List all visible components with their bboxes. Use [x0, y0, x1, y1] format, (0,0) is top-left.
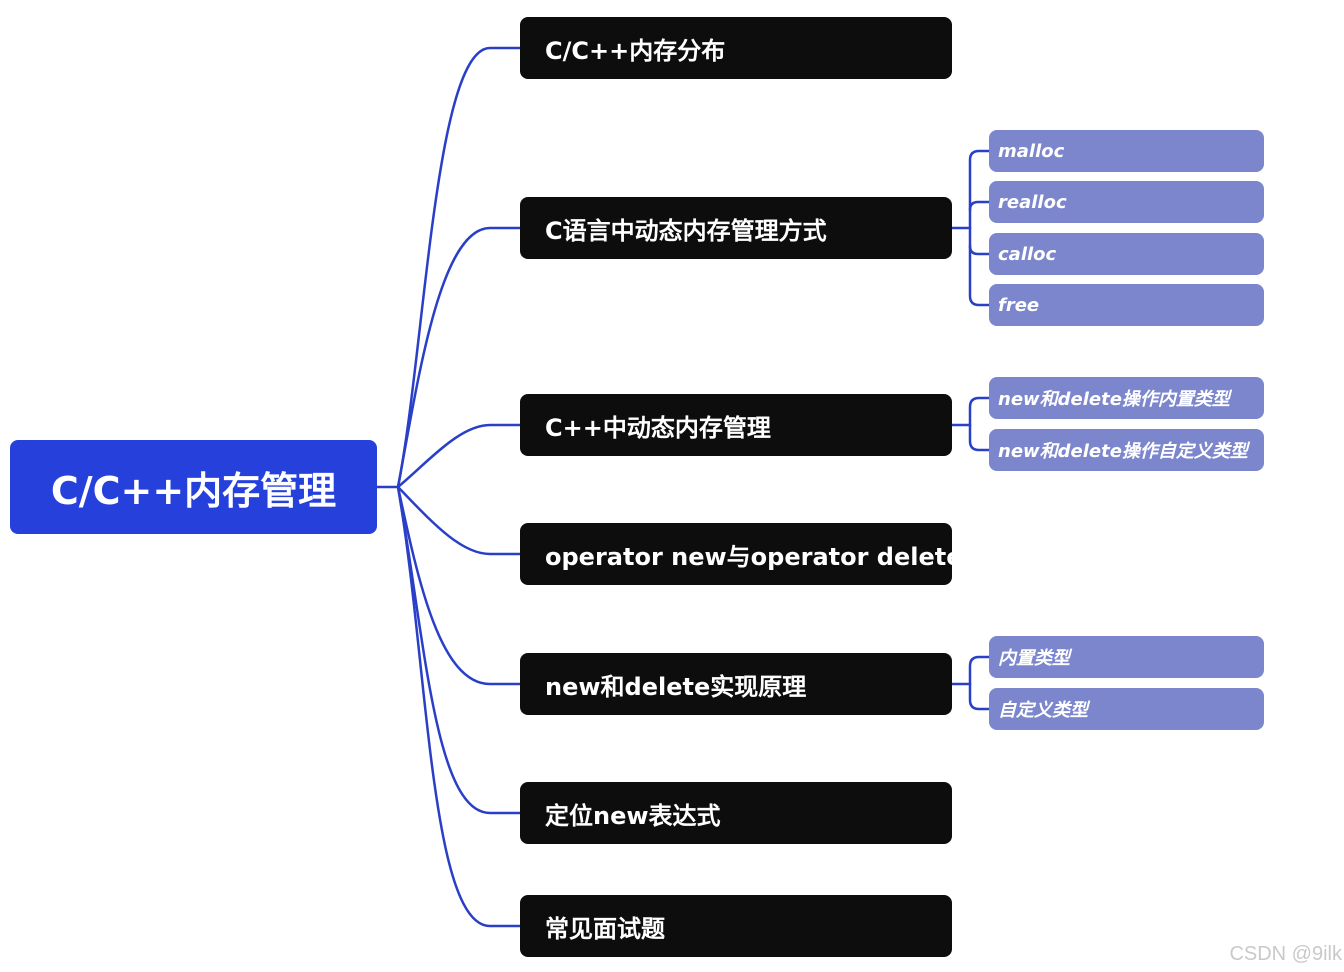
- leaf-builtin-types[interactable]: 内置类型: [989, 636, 1264, 678]
- leaf-label: 自定义类型: [998, 700, 1088, 721]
- branch-label: C语言中动态内存管理方式: [545, 216, 827, 245]
- branch-memory-layout[interactable]: C/C++内存分布: [520, 17, 952, 79]
- branch-label: 常见面试题: [545, 914, 665, 943]
- watermark: CSDN @9ilk: [1229, 943, 1342, 965]
- root-node[interactable]: C/C++内存管理: [10, 440, 377, 534]
- connector-branch-2: [396, 226, 522, 489]
- leaf-label: free: [998, 294, 1040, 316]
- connector-leaf-free: [968, 244, 991, 307]
- leaf-calloc[interactable]: calloc: [989, 233, 1264, 275]
- connector-branch-5: [396, 485, 522, 686]
- leaf-free[interactable]: free: [989, 284, 1264, 326]
- connector-leaf-builtin: [950, 655, 991, 686]
- leaf-label: new和delete操作自定义类型: [998, 441, 1248, 462]
- connector-leaf-new-builtin: [950, 396, 991, 427]
- branch-operator-new-delete[interactable]: operator new与operator delete: [520, 523, 963, 585]
- connector-branch-6: [396, 485, 522, 815]
- connector-branch-3: [396, 423, 522, 489]
- connector-leaf-malloc: [950, 149, 991, 230]
- connector-leaf-calloc: [968, 226, 991, 256]
- connector-branch-4: [396, 485, 522, 556]
- branch-label: 定位new表达式: [545, 801, 721, 830]
- root-label: C/C++内存管理: [50, 468, 337, 513]
- leaf-label: malloc: [998, 140, 1065, 162]
- branch-label: C/C++内存分布: [545, 36, 726, 65]
- connector-branch-7: [396, 485, 522, 928]
- branch-placement-new[interactable]: 定位new表达式: [520, 782, 952, 844]
- connector-leaf-realloc: [968, 200, 991, 212]
- leaf-new-delete-builtin-types[interactable]: new和delete操作内置类型: [989, 377, 1264, 419]
- branch-new-delete-impl[interactable]: new和delete实现原理: [520, 653, 952, 715]
- connector-branch-1: [396, 46, 522, 489]
- leaf-label: new和delete操作内置类型: [998, 389, 1230, 410]
- branch-label: operator new与operator delete: [545, 542, 963, 571]
- leaf-realloc[interactable]: realloc: [989, 181, 1264, 223]
- branch-c-dynamic-memory[interactable]: C语言中动态内存管理方式: [520, 197, 952, 259]
- leaf-custom-types[interactable]: 自定义类型: [989, 688, 1264, 730]
- leaf-label: calloc: [998, 243, 1057, 265]
- connector-leaf-custom: [968, 682, 991, 711]
- leaf-label: realloc: [998, 191, 1067, 213]
- branch-label: new和delete实现原理: [545, 672, 807, 701]
- leaf-label: 内置类型: [998, 648, 1070, 669]
- branch-label: C++中动态内存管理: [545, 413, 771, 442]
- leaf-new-delete-custom-types[interactable]: new和delete操作自定义类型: [989, 429, 1264, 471]
- connector-leaf-new-custom: [968, 423, 991, 452]
- branch-cpp-dynamic-memory[interactable]: C++中动态内存管理: [520, 394, 952, 456]
- branch-interview-questions[interactable]: 常见面试题: [520, 895, 952, 957]
- leaf-malloc[interactable]: malloc: [989, 130, 1264, 172]
